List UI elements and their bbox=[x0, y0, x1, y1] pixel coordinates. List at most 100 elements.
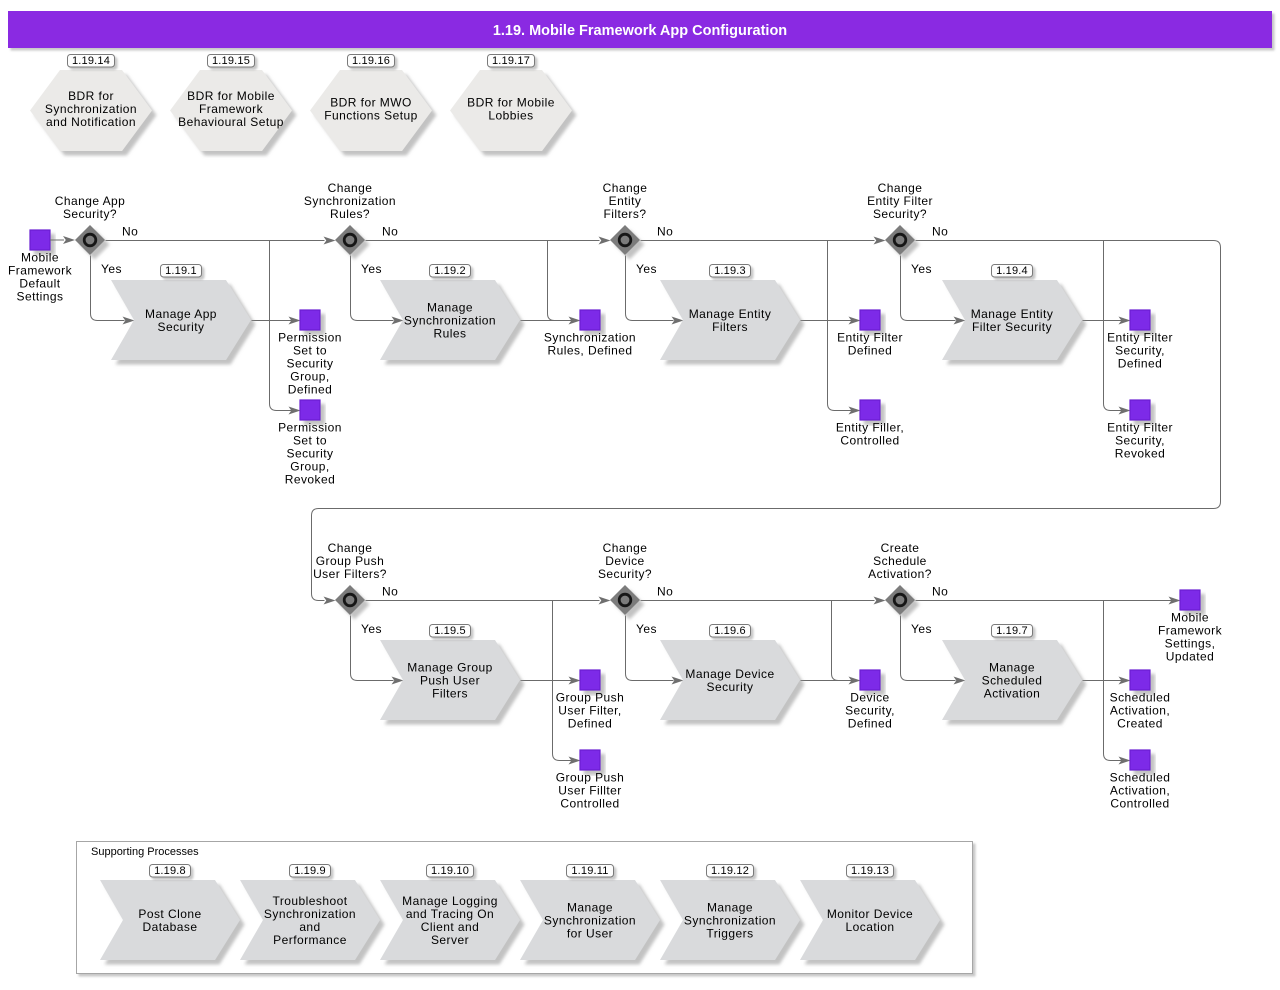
svg-text:User Filters?: User Filters? bbox=[313, 567, 387, 581]
svg-text:Scheduled: Scheduled bbox=[1110, 771, 1171, 785]
svg-text:Security: Security bbox=[287, 357, 334, 371]
svg-text:Entity Filter: Entity Filter bbox=[1107, 421, 1173, 435]
svg-text:1.19.15: 1.19.15 bbox=[212, 55, 250, 67]
svg-text:Security: Security bbox=[707, 680, 754, 694]
svg-text:Security?: Security? bbox=[598, 567, 652, 581]
svg-text:Entity Filter: Entity Filter bbox=[837, 331, 903, 345]
svg-text:No: No bbox=[122, 225, 138, 239]
svg-text:Filter Security: Filter Security bbox=[972, 320, 1052, 334]
svg-text:Manage Group: Manage Group bbox=[407, 660, 492, 674]
svg-text:Created: Created bbox=[1117, 717, 1163, 731]
svg-text:Synchronization: Synchronization bbox=[544, 331, 636, 345]
svg-text:1.19. Mobile Framework App Con: 1.19. Mobile Framework App Configuration bbox=[493, 23, 787, 39]
svg-text:1.19.6: 1.19.6 bbox=[714, 625, 746, 637]
svg-text:Triggers: Triggers bbox=[706, 926, 753, 940]
svg-text:Change: Change bbox=[328, 541, 373, 555]
svg-text:Activation?: Activation? bbox=[868, 567, 932, 581]
svg-text:Create: Create bbox=[881, 541, 920, 555]
svg-text:1.19.9: 1.19.9 bbox=[294, 865, 326, 877]
svg-text:and Notification: and Notification bbox=[46, 115, 136, 129]
svg-text:Security?: Security? bbox=[873, 207, 927, 221]
svg-text:1.19.2: 1.19.2 bbox=[434, 265, 466, 277]
svg-text:Framework: Framework bbox=[1158, 624, 1223, 638]
svg-text:Mobile: Mobile bbox=[21, 251, 59, 265]
svg-text:Manage: Manage bbox=[427, 300, 473, 314]
svg-text:User Fillter: User Fillter bbox=[558, 784, 621, 798]
svg-text:No: No bbox=[932, 225, 948, 239]
svg-text:Filters?: Filters? bbox=[604, 207, 647, 221]
svg-text:BDR for MWO: BDR for MWO bbox=[330, 96, 412, 110]
svg-text:Manage: Manage bbox=[567, 900, 613, 914]
svg-text:Controlled: Controlled bbox=[840, 434, 899, 448]
svg-text:Manage Entity: Manage Entity bbox=[971, 307, 1054, 321]
svg-text:Change: Change bbox=[603, 541, 648, 555]
svg-text:Group,: Group, bbox=[290, 460, 329, 474]
svg-text:1.19.11: 1.19.11 bbox=[571, 865, 608, 877]
svg-text:Set to: Set to bbox=[293, 434, 327, 448]
svg-text:1.19.10: 1.19.10 bbox=[431, 865, 469, 877]
svg-text:Device: Device bbox=[850, 691, 889, 705]
svg-text:Behavioural Setup: Behavioural Setup bbox=[178, 115, 284, 129]
svg-text:Server: Server bbox=[431, 933, 469, 947]
svg-text:Manage Device: Manage Device bbox=[685, 667, 774, 681]
svg-text:Synchronization: Synchronization bbox=[45, 102, 137, 116]
svg-text:Revoked: Revoked bbox=[1115, 447, 1166, 461]
svg-text:for User: for User bbox=[567, 926, 613, 940]
svg-text:Change App: Change App bbox=[55, 194, 126, 208]
svg-text:Controlled: Controlled bbox=[560, 797, 619, 811]
svg-text:BDR for Mobile: BDR for Mobile bbox=[187, 89, 275, 103]
svg-text:1.19.1: 1.19.1 bbox=[165, 265, 197, 277]
svg-text:Change: Change bbox=[603, 181, 648, 195]
svg-text:Defined: Defined bbox=[288, 383, 333, 397]
svg-text:BDR for: BDR for bbox=[68, 89, 114, 103]
svg-text:Device: Device bbox=[605, 554, 644, 568]
svg-text:Defined: Defined bbox=[568, 717, 613, 731]
svg-text:Yes: Yes bbox=[361, 622, 382, 636]
svg-text:No: No bbox=[382, 585, 398, 599]
svg-text:Scheduled: Scheduled bbox=[1110, 691, 1171, 705]
svg-text:Group Push: Group Push bbox=[316, 554, 385, 568]
svg-text:Mobile: Mobile bbox=[1171, 611, 1209, 625]
svg-text:Entity Filler,: Entity Filler, bbox=[836, 421, 904, 435]
svg-text:Filters: Filters bbox=[432, 686, 468, 700]
svg-text:Set to: Set to bbox=[293, 344, 327, 358]
svg-text:User Filter,: User Filter, bbox=[558, 704, 621, 718]
svg-text:Settings,: Settings, bbox=[1165, 637, 1216, 651]
svg-text:Security: Security bbox=[287, 447, 334, 461]
svg-text:1.19.3: 1.19.3 bbox=[714, 265, 746, 277]
svg-text:No: No bbox=[382, 225, 398, 239]
svg-text:Rules, Defined: Rules, Defined bbox=[547, 344, 632, 358]
svg-text:1.19.12: 1.19.12 bbox=[711, 865, 749, 877]
svg-text:Defined: Defined bbox=[848, 344, 893, 358]
svg-text:Push User: Push User bbox=[420, 673, 480, 687]
svg-text:Performance: Performance bbox=[273, 933, 347, 947]
svg-text:Defined: Defined bbox=[848, 717, 893, 731]
svg-text:Manage Logging: Manage Logging bbox=[402, 894, 498, 908]
svg-text:Security?: Security? bbox=[63, 207, 117, 221]
svg-text:Default: Default bbox=[19, 277, 60, 291]
svg-text:1.19.7: 1.19.7 bbox=[996, 625, 1028, 637]
svg-text:Entity Filter: Entity Filter bbox=[1107, 331, 1173, 345]
svg-text:1.19.16: 1.19.16 bbox=[352, 55, 390, 67]
svg-text:Manage Entity: Manage Entity bbox=[689, 307, 772, 321]
svg-text:Change: Change bbox=[328, 181, 373, 195]
svg-text:1.19.14: 1.19.14 bbox=[72, 55, 110, 67]
svg-text:and: and bbox=[299, 920, 320, 934]
svg-text:Post Clone: Post Clone bbox=[138, 907, 201, 921]
svg-text:Permission: Permission bbox=[278, 331, 342, 345]
svg-text:Location: Location bbox=[846, 920, 895, 934]
svg-text:No: No bbox=[657, 585, 673, 599]
svg-text:BDR for Mobile: BDR for Mobile bbox=[467, 96, 555, 110]
svg-text:Lobbies: Lobbies bbox=[488, 109, 533, 123]
svg-text:Group Push: Group Push bbox=[556, 771, 625, 785]
svg-text:Security: Security bbox=[158, 320, 205, 334]
svg-text:Synchronization: Synchronization bbox=[264, 907, 356, 921]
svg-text:Activation: Activation bbox=[984, 686, 1041, 700]
svg-text:1.19.4: 1.19.4 bbox=[996, 265, 1028, 277]
svg-text:No: No bbox=[657, 225, 673, 239]
svg-text:Change: Change bbox=[878, 181, 923, 195]
svg-text:1.19.5: 1.19.5 bbox=[434, 625, 466, 637]
svg-text:Yes: Yes bbox=[911, 262, 932, 276]
svg-text:1.19.17: 1.19.17 bbox=[492, 55, 530, 67]
svg-text:Defined: Defined bbox=[1118, 357, 1163, 371]
